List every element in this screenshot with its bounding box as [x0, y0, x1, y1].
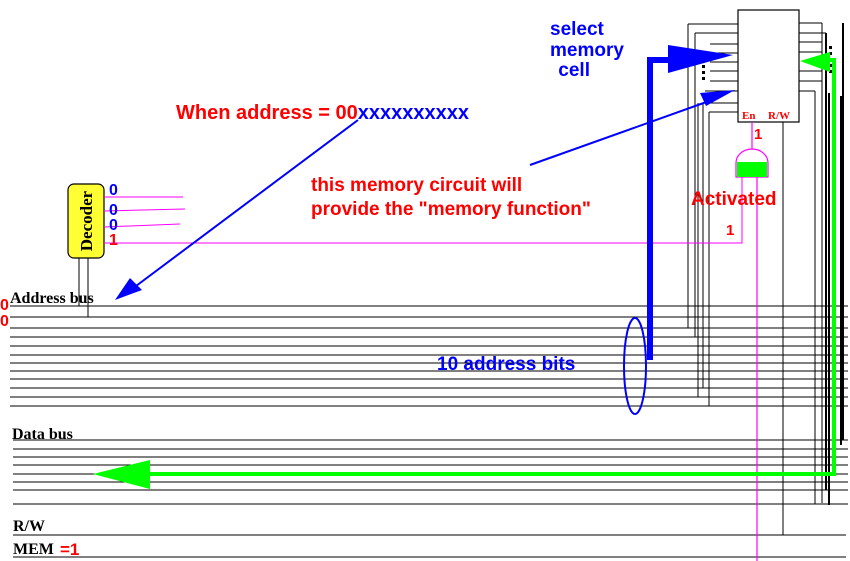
decoder-label: Decoder	[77, 190, 96, 251]
when-address-label: When address = 00xxxxxxxxxx	[176, 102, 469, 124]
memory-chip-enable-label: En	[742, 110, 755, 122]
and-gate-input-value: 1	[726, 222, 734, 239]
data-out-chip-arrowhead	[800, 52, 830, 72]
decoder-output-line-3	[104, 170, 743, 244]
data-bus-label: Data bus	[12, 426, 73, 443]
memory-circuit-arrowhead	[700, 90, 735, 106]
and-gate	[735, 122, 769, 561]
address-bus-lines	[10, 305, 848, 407]
data-out-path	[93, 52, 836, 489]
control-lines	[13, 534, 846, 558]
select-memory-cell-line-2: memory	[550, 40, 624, 61]
decoder-box	[67, 183, 105, 259]
chip-right-pin-dot	[829, 64, 832, 67]
address-bits-arrowhead	[668, 45, 733, 73]
select-memory-cell-line-3: cell	[553, 60, 590, 81]
memory-chip-rw-label: R/W	[768, 110, 790, 122]
data-out-arrowhead	[93, 460, 150, 489]
activated-label: Activated	[691, 189, 777, 210]
select-memory-cell-annotation: select memory cell	[550, 19, 733, 360]
chip-right-pin-dot	[829, 52, 832, 55]
decoder-output-values: 0 0 0 1	[109, 182, 118, 249]
decoder-output-value-0: 0	[109, 182, 118, 199]
select-memory-cell-line-1: select	[550, 19, 605, 40]
chip-right-pin-dot	[829, 70, 832, 73]
decoder-output-lines	[103, 170, 743, 244]
chip-wiring	[687, 22, 844, 535]
decoder-output-line-2	[103, 223, 181, 228]
memory-circuit-line-2: provide the "memory function"	[311, 199, 591, 220]
rw-line-label: R/W	[13, 518, 45, 535]
decoder-output-value-1: 0	[109, 202, 118, 219]
when-address-prefix: When address = 00	[176, 102, 358, 124]
memory-chip-box	[737, 9, 800, 123]
mem-line-value: =1	[60, 540, 79, 559]
memory-chip-enable-value: 1	[754, 126, 762, 143]
and-gate-active-fill	[737, 162, 767, 177]
ten-address-bits-label: 10 address bits	[437, 354, 575, 375]
chip-left-pin-dot	[702, 77, 705, 80]
address-bus-label: Address bus	[10, 290, 94, 307]
when-address-arrow-line	[127, 119, 359, 293]
decoder-output-value-3: 1	[109, 232, 118, 249]
mem-line-label: MEM	[13, 541, 54, 558]
chip-left-pin-dot	[702, 65, 705, 68]
address-bit-0: 0	[0, 297, 9, 314]
when-address-arrowhead	[115, 278, 142, 300]
memory-chip: En R/W 1	[737, 9, 800, 143]
chip-right-pin-dot	[829, 46, 832, 49]
decoder: Decoder	[67, 183, 105, 317]
memory-circuit-arrow-line	[529, 99, 713, 166]
memory-circuit-line-1: this memory circuit will	[311, 175, 522, 196]
when-address-suffix: xxxxxxxxxx	[358, 102, 469, 124]
decoder-output-value-2: 0	[109, 217, 118, 234]
decoder-output-line-1	[103, 208, 186, 212]
address-bit-1: 0	[0, 313, 9, 330]
address-bits-ellipse	[623, 317, 647, 415]
chip-left-pin-dot	[702, 71, 705, 74]
address-bits-arrow-shaft	[647, 57, 672, 360]
